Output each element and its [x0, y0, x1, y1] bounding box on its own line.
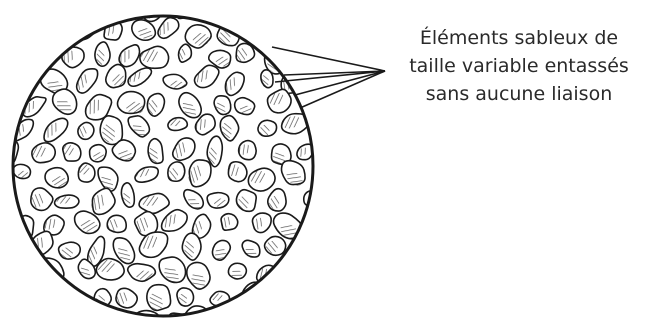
sand-grain	[167, 161, 186, 183]
sand-grain	[106, 64, 126, 87]
sand-grain	[6, 64, 42, 97]
sand-grain	[220, 69, 248, 98]
sand-grain	[29, 140, 58, 166]
sand-grain	[43, 165, 70, 190]
sand-grain	[302, 189, 327, 211]
sand-grain	[248, 209, 275, 236]
sand-grain	[224, 158, 250, 185]
sand-grain	[2, 92, 18, 114]
sand-grain	[212, 93, 233, 117]
sand-grain	[236, 190, 256, 212]
sand-grain	[0, 137, 20, 166]
sand-grain	[239, 236, 264, 261]
sand-grain	[217, 20, 239, 46]
sand-grain	[96, 258, 125, 281]
sand-grain	[78, 163, 96, 183]
grain-annotation: Éléments sableux de taille variable enta…	[388, 24, 650, 108]
sand-grain	[143, 281, 173, 312]
sand-grain	[266, 187, 289, 213]
sand-grain	[39, 114, 71, 146]
sand-grain	[0, 192, 17, 215]
sand-grain	[12, 164, 31, 180]
sand-grain	[133, 164, 161, 185]
sand-grain	[31, 253, 68, 287]
sand-grain	[27, 185, 56, 214]
sand-grain	[125, 111, 153, 140]
sand-grain	[168, 117, 188, 131]
sand-grain	[61, 141, 82, 163]
sand-grain	[180, 186, 207, 213]
sand-grain	[206, 191, 229, 209]
sand-grain	[19, 92, 49, 121]
sand-grain	[208, 237, 233, 263]
sand-grain	[105, 212, 130, 236]
sand-grain	[52, 284, 85, 315]
sand-grain	[146, 138, 165, 165]
sand-grain	[170, 134, 199, 165]
sand-grain	[217, 210, 241, 234]
sand-grain	[258, 120, 277, 137]
sand-grain	[73, 64, 101, 96]
sand-grain	[219, 115, 240, 142]
sand-grain	[182, 258, 215, 292]
sand-grain	[176, 287, 195, 308]
sand-grain	[75, 120, 96, 142]
sand-grain	[103, 310, 123, 322]
sand-grain	[116, 90, 146, 116]
sand-grain	[232, 95, 256, 117]
sand-grain	[120, 182, 136, 209]
sand-grain	[127, 263, 156, 282]
sand-grain	[146, 92, 165, 117]
sand-grain	[138, 192, 171, 216]
sand-grain	[95, 42, 110, 66]
sand-grains	[0, 0, 336, 322]
sand-grain	[54, 194, 80, 210]
annotation-line-1: Éléments sableux de	[388, 24, 650, 52]
leader-line	[272, 47, 385, 71]
annotation-line-3: sans aucune liaison	[388, 80, 650, 108]
sand-grain	[246, 166, 278, 195]
sand-grain	[235, 137, 261, 163]
sand-grain	[58, 241, 81, 260]
annotation-line-2: taille variable entassés	[388, 52, 650, 80]
sand-grain	[87, 143, 107, 164]
sand-grain	[226, 259, 250, 283]
sand-grain	[264, 236, 287, 257]
sand-grain	[155, 251, 191, 288]
sand-grain	[162, 73, 188, 91]
sand-grain	[312, 167, 336, 189]
sand-grain	[126, 64, 155, 89]
